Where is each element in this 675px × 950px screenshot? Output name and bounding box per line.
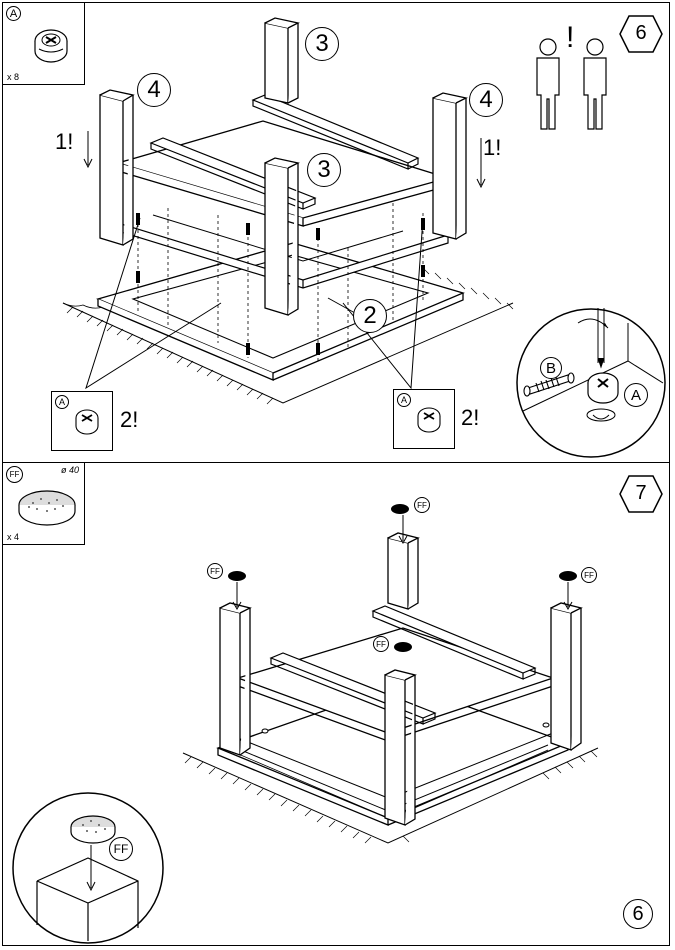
step-7-hexagon bbox=[619, 475, 663, 513]
callout-right-letter: A bbox=[397, 393, 411, 407]
detail-label-ff: FF bbox=[109, 837, 133, 861]
label-right-leg: 4 bbox=[469, 83, 503, 117]
callout-left: A bbox=[51, 391, 113, 451]
page-number: 6 bbox=[623, 899, 653, 929]
two-person-warning: ! bbox=[566, 21, 575, 54]
table-upside-down-drawing bbox=[12, 504, 599, 944]
step-7-number: 7 bbox=[635, 482, 647, 504]
step-6-panel: A x 8 6 bbox=[2, 2, 670, 463]
callout-right-count: 2! bbox=[461, 405, 480, 430]
step-6-hexagon bbox=[619, 15, 663, 53]
felt-pad-icon bbox=[18, 490, 76, 526]
part-letter-ff: FF bbox=[6, 466, 23, 483]
cam-lock-icon bbox=[417, 407, 441, 433]
detail-label-b: B bbox=[540, 357, 562, 379]
part-qty: x 4 bbox=[7, 532, 20, 542]
felt-label-right: FF bbox=[581, 567, 597, 583]
insert-note-left: 1! bbox=[55, 129, 74, 154]
label-rail: 2 bbox=[353, 299, 387, 333]
label-left-leg: 4 bbox=[137, 73, 171, 107]
cam-lock-icon bbox=[75, 409, 99, 435]
step-7-panel: FF ø 40 x 4 7 bbox=[2, 462, 670, 946]
table-assembly-drawing bbox=[62, 17, 666, 458]
callout-left-count: 2! bbox=[120, 407, 139, 432]
felt-label-center: FF bbox=[373, 636, 389, 652]
step-6-number: 6 bbox=[635, 22, 647, 44]
insert-note-right: 1! bbox=[483, 135, 502, 160]
callout-right: A bbox=[393, 389, 455, 449]
part-qty: x 8 bbox=[7, 72, 20, 82]
detail-label-a: A bbox=[624, 383, 648, 407]
label-back-leg: 3 bbox=[305, 27, 339, 61]
parts-box-felt-pad: FF ø 40 x 4 bbox=[3, 463, 85, 545]
cam-lock-icon bbox=[34, 29, 68, 63]
part-letter-a: A bbox=[6, 6, 21, 21]
label-front-leg: 3 bbox=[307, 153, 341, 187]
parts-box-cam-lock: A x 8 bbox=[3, 3, 85, 85]
callout-left-letter: A bbox=[55, 395, 69, 409]
felt-label-left: FF bbox=[207, 563, 223, 579]
felt-label-back: FF bbox=[414, 497, 430, 513]
two-person-icon bbox=[536, 38, 607, 130]
part-diameter: ø 40 bbox=[60, 465, 79, 475]
